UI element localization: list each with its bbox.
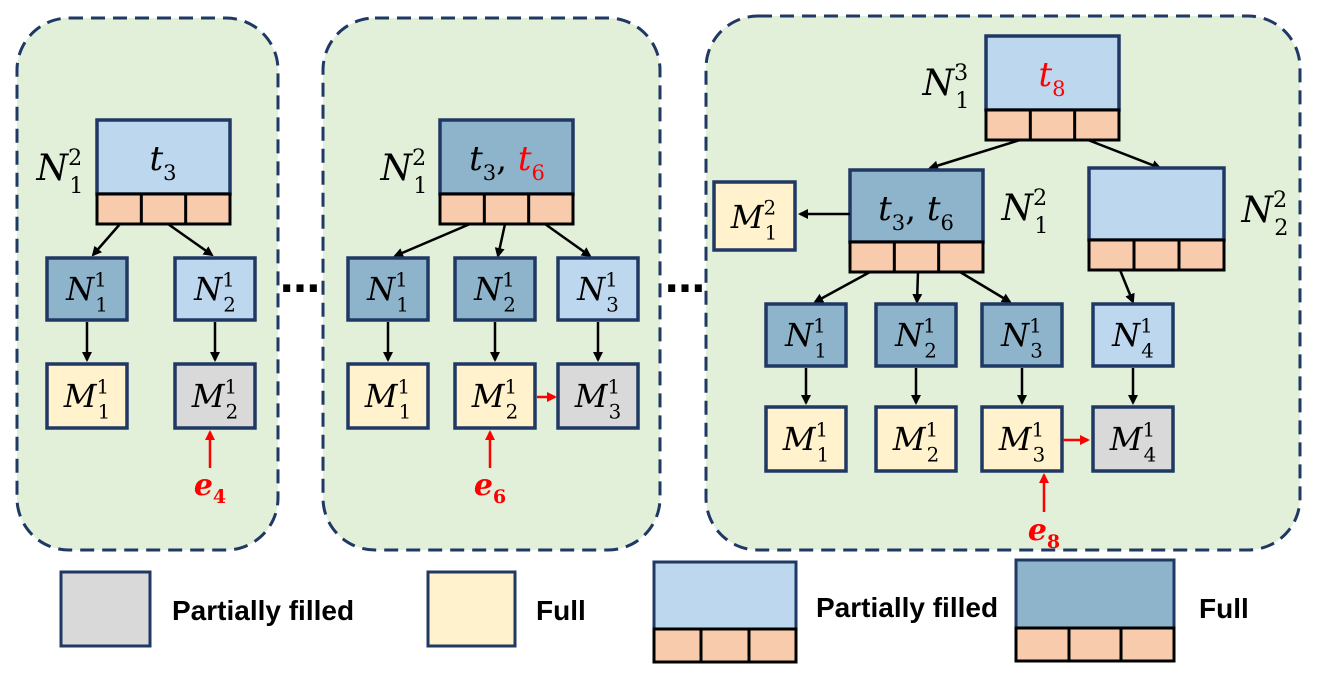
legend-label-leaf-partial: Partially filled <box>172 595 354 626</box>
panel-1-node-2-box <box>173 256 257 322</box>
panel-3-side-leaf-box <box>712 180 797 252</box>
panel-3-leaf-1-box <box>764 405 848 473</box>
panel-3-arrow-top-mid1 <box>928 138 1021 171</box>
panel-3-node-4-box <box>1091 302 1175 368</box>
panel-3-arrow-mid1-n1 <box>813 270 871 304</box>
panel-3-leaf-2-box <box>874 405 958 473</box>
panel-2-node-1-box <box>346 256 430 322</box>
panel-3-mid2-box <box>1087 166 1226 242</box>
panel-3-arrow-mid1-n2 <box>912 271 923 304</box>
legend-label-node-full: Full <box>1199 593 1249 624</box>
panel-3-mid1-content: t3, t6 <box>878 189 954 235</box>
panel-2-node-3-box <box>556 256 640 322</box>
panel-3-mid1-cells <box>848 240 985 274</box>
panel-3-leaf-3-box <box>980 405 1064 473</box>
panel-3-arrow-mid1-n3 <box>959 270 1012 304</box>
panel-1-leaf-2-box <box>173 362 257 430</box>
panel-2-arrow-root-n1 <box>393 222 471 258</box>
panel-3-node-1-box <box>764 302 848 368</box>
panel-2-leaf-2-box <box>453 362 537 430</box>
panel-1-root-content: t3 <box>149 139 176 185</box>
panel-3-mid2-cells <box>1087 238 1226 272</box>
panel-3-leaf-4-box <box>1091 405 1175 473</box>
panel-2-event-label: e6 <box>474 468 506 508</box>
legend: Partially filled Full Partially filled F… <box>59 558 1249 664</box>
panel-2-leaf-3-box <box>556 362 640 430</box>
panel-1-arrow-root-n1 <box>91 223 121 257</box>
panel-1-leaf-1-box <box>45 362 129 430</box>
panel-3-event-label: e8 <box>1028 513 1060 553</box>
panel-1-node-1-box <box>45 256 129 322</box>
panel-3-mid1-box <box>848 168 985 244</box>
legend-label-leaf-full: Full <box>536 595 586 626</box>
legend-label-node-partial: Partially filled <box>816 592 998 623</box>
ellipsis-1: … <box>280 256 320 302</box>
panel-1-root-cells <box>95 192 232 226</box>
panel-2-root-content: t3, t6 <box>469 139 545 185</box>
panel-1-event-label: e4 <box>194 468 226 508</box>
panel-3-node-3-box <box>980 302 1064 368</box>
panel-3-top-content: t8 <box>1038 55 1065 101</box>
legend-swatch-leaf-partial <box>59 570 152 648</box>
panel-3-node-2-box <box>874 302 958 368</box>
legend-swatch-leaf-full <box>426 570 517 648</box>
legend-swatch-node-full-cells <box>1014 626 1176 663</box>
panel-2-arrow-root-n2 <box>494 223 507 258</box>
panel-2-arrow-root-n3 <box>544 222 592 258</box>
legend-swatch-node-partial <box>652 560 798 631</box>
panel-1-arrow-root-n2 <box>167 222 214 257</box>
panel-2-root-cells <box>438 192 575 226</box>
panel-3-arrow-mid2-n4 <box>1118 269 1135 304</box>
panel-2-node-2-box <box>453 256 537 322</box>
legend-swatch-node-partial-cells <box>652 627 798 664</box>
panel-3-arrow-top-mid2 <box>1087 138 1162 170</box>
legend-swatch-node-full <box>1014 558 1176 630</box>
ellipsis-2: … <box>665 256 705 302</box>
panel-1-root-box <box>95 118 232 196</box>
panel-3-top-cells <box>984 108 1121 142</box>
panel-2-leaf-1-box <box>346 362 430 430</box>
